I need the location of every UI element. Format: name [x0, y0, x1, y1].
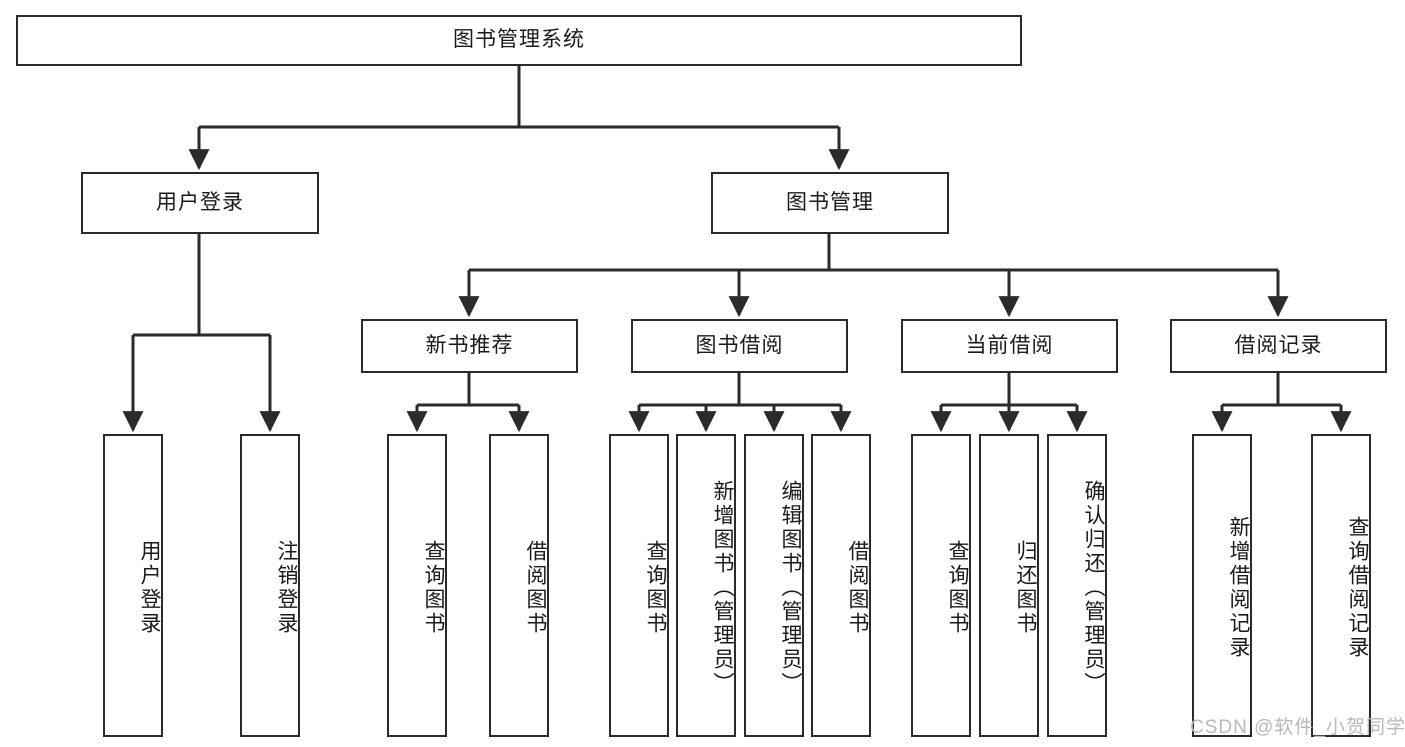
leaf-label: 查询图书 — [946, 539, 969, 636]
leaf-label: 用户登录 — [138, 539, 161, 636]
leaf-current-confirm-admin[interactable]: 确认归还（管理员） — [1047, 434, 1107, 737]
leaf-records-query[interactable]: 查询借阅记录 — [1311, 434, 1371, 737]
leaf-label: 新增图书（管理员） — [711, 479, 734, 696]
node-borrow-records-label: 借阅记录 — [1234, 333, 1323, 357]
node-new-book-recommend-label: 新书推荐 — [425, 333, 514, 357]
node-book-borrow[interactable]: 图书借阅 — [631, 319, 848, 373]
csdn-watermark: CSDN @软件_小贺同学 — [1190, 717, 1405, 738]
node-book-management-label: 图书管理 — [786, 190, 874, 214]
leaf-label: 查询图书 — [644, 539, 667, 636]
leaf-borrow-query[interactable]: 查询图书 — [609, 434, 669, 737]
leaf-label: 确认归还（管理员） — [1082, 479, 1105, 696]
node-book-management[interactable]: 图书管理 — [711, 172, 949, 234]
leaf-label: 查询图书 — [422, 539, 445, 636]
node-root-label: 图书管理系统 — [453, 28, 585, 52]
leaf-label: 注销登录 — [275, 539, 298, 636]
leaf-label: 查询借阅记录 — [1346, 515, 1369, 660]
leaf-user-login-signin[interactable]: 用户登录 — [103, 434, 163, 737]
node-borrow-records[interactable]: 借阅记录 — [1170, 319, 1387, 373]
leaf-borrow-edit-admin[interactable]: 编辑图书（管理员） — [744, 434, 804, 737]
node-user-login[interactable]: 用户登录 — [81, 172, 319, 234]
leaf-label: 归还图书 — [1014, 539, 1037, 636]
leaf-new-book-query[interactable]: 查询图书 — [387, 434, 447, 737]
leaf-label: 新增借阅记录 — [1227, 515, 1250, 660]
leaf-current-query[interactable]: 查询图书 — [911, 434, 971, 737]
leaf-label: 借阅图书 — [846, 539, 869, 636]
node-new-book-recommend[interactable]: 新书推荐 — [361, 319, 578, 373]
leaf-borrow-add-admin[interactable]: 新增图书（管理员） — [676, 434, 736, 737]
node-current-borrow[interactable]: 当前借阅 — [901, 319, 1118, 373]
leaf-label: 编辑图书（管理员） — [779, 479, 802, 696]
node-book-borrow-label: 图书借阅 — [695, 333, 784, 357]
node-root[interactable]: 图书管理系统 — [16, 15, 1022, 66]
leaf-new-book-borrow[interactable]: 借阅图书 — [489, 434, 549, 737]
node-current-borrow-label: 当前借阅 — [965, 333, 1054, 357]
leaf-label: 借阅图书 — [524, 539, 547, 636]
leaf-user-login-signout[interactable]: 注销登录 — [240, 434, 300, 737]
leaf-records-add[interactable]: 新增借阅记录 — [1192, 434, 1252, 737]
leaf-borrow-borrow[interactable]: 借阅图书 — [811, 434, 871, 737]
leaf-current-return[interactable]: 归还图书 — [979, 434, 1039, 737]
node-user-login-label: 用户登录 — [156, 190, 244, 214]
